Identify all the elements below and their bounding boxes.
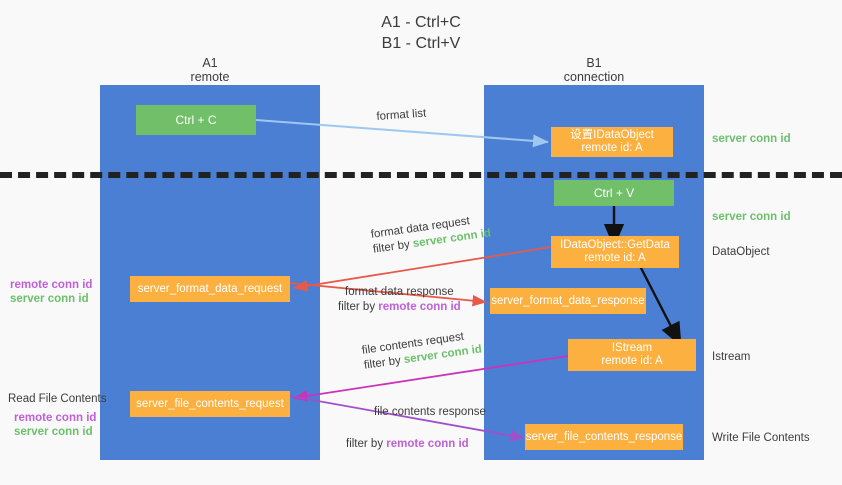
annotation-server-conn-id-top: server conn id (712, 133, 791, 145)
node-set-dataobject[interactable]: 设置IDataObject remote id: A (551, 127, 673, 157)
filter-prefix: filter by (372, 238, 414, 256)
annotation-remote-conn-id-1: remote conn id (10, 279, 93, 291)
edge-label-format-data-response: format data response filter by remote co… (338, 285, 461, 315)
annotation-istream: Istream (712, 351, 751, 363)
lane-b1-role: connection (563, 70, 625, 84)
annotation-dataobject: DataObject (712, 246, 770, 258)
edge-format-data-response-filter: filter by remote conn id (338, 300, 461, 315)
edge-label-format-list-text: format list (376, 107, 427, 123)
node-server-file-contents-request-label: server_file_contents_request (136, 397, 284, 410)
node-server-format-data-response-label: server_format_data_response (491, 294, 645, 307)
annotation-server-conn-id-2: server conn id (14, 426, 93, 438)
filter-key-remote-conn-id: remote conn id (378, 301, 461, 313)
node-server-format-data-request-label: server_format_data_request (137, 282, 283, 295)
node-server-file-contents-response[interactable]: server_file_contents_response (525, 424, 683, 450)
title-line-1: A1 - Ctrl+C (381, 14, 461, 31)
edge-label-file-contents-request: file contents request filter by server c… (361, 327, 483, 373)
node-ctrl-v-label: Ctrl + V (593, 185, 635, 200)
edge-label-file-contents-response: file contents response filter by remote … (346, 405, 486, 452)
filter-key-remote-conn-id: remote conn id (386, 438, 469, 450)
edge-label-format-list: format list (376, 107, 427, 125)
node-ctrl-v[interactable]: Ctrl + V (554, 180, 674, 206)
lane-header-a1: A1 remote (100, 56, 320, 84)
edge-format-data-response-title: format data response (345, 286, 454, 298)
filter-prefix: filter by (346, 438, 387, 450)
page-title: A1 - Ctrl+C B1 - Ctrl+V (0, 12, 842, 54)
annotation-read-file-contents: Read File Contents (8, 393, 107, 405)
title-line-2: B1 - Ctrl+V (381, 35, 461, 52)
lane-a1-role: remote (190, 70, 230, 84)
node-ctrl-c-label: Ctrl + C (175, 112, 217, 127)
node-set-dataobject-line1: 设置IDataObject (570, 129, 654, 141)
annotation-server-conn-id-mid: server conn id (712, 211, 791, 223)
node-idataobject-getdata[interactable]: IDataObject::GetData remote id: A (551, 236, 679, 268)
annotation-server-conn-id-1: server conn id (10, 293, 89, 305)
edge-file-contents-response-filter: filter by remote conn id (346, 437, 486, 452)
lane-a1-name: A1 (202, 56, 218, 70)
filter-prefix: filter by (363, 354, 405, 372)
node-istream-line1: IStream (611, 342, 653, 354)
edge-file-contents-response-title: file contents response (374, 406, 486, 418)
phase-divider (0, 172, 842, 178)
filter-prefix: filter by (338, 301, 379, 313)
annotation-remote-conn-id-2: remote conn id (14, 412, 97, 424)
node-server-format-data-request[interactable]: server_format_data_request (130, 276, 290, 302)
node-ctrl-c[interactable]: Ctrl + C (136, 105, 256, 135)
lane-header-b1: B1 connection (484, 56, 704, 84)
annotation-write-file-contents: Write File Contents (712, 432, 810, 444)
node-server-file-contents-response-label: server_file_contents_response (525, 430, 683, 443)
node-getdata-line2: remote id: A (584, 252, 646, 264)
node-set-dataobject-line2: remote id: A (581, 142, 643, 154)
node-istream[interactable]: IStream remote id: A (568, 339, 696, 371)
edge-label-format-data-request: format data request filter by server con… (370, 211, 492, 257)
node-server-file-contents-request[interactable]: server_file_contents_request (130, 391, 290, 417)
node-istream-line2: remote id: A (601, 355, 663, 367)
lane-b1-name: B1 (586, 56, 602, 70)
node-getdata-line1: IDataObject::GetData (560, 239, 670, 251)
node-server-format-data-response[interactable]: server_format_data_response (490, 288, 646, 314)
